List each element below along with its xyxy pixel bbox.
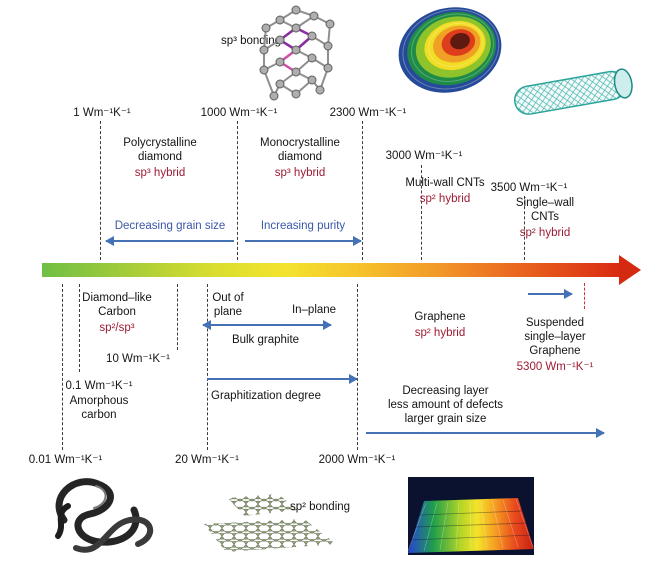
quality-annotation: Decreasing layer less amount of defects … [368,384,523,426]
dashed-line-20 [207,284,208,450]
material-diamond-like-carbon: Diamond–like Carbon sp²/sp³ [74,291,160,335]
hybrid-label: sp³ hybrid [134,167,186,180]
material-name: Graphene [414,311,466,323]
quality-arrow [366,428,605,438]
amorphous-carbon-label: Amorphous carbon [69,395,129,422]
decreasing-grain-size-label: Decreasing grain size [114,220,226,232]
tick-1000: 1000 Wm⁻¹K⁻¹ [200,107,278,119]
tick-3000: 3000 Wm⁻¹K⁻¹ [385,150,463,162]
rainbow-graphene-icon [407,477,534,555]
hybrid-label: sp² hybrid [419,193,471,206]
conductivity-axis-arrowhead [619,255,641,285]
conductivity-value: 5300 Wm⁻¹K⁻¹ [516,361,594,374]
quality-line-2: less amount of defects [387,399,504,412]
bulk-graphite-label: Bulk graphite [231,334,300,346]
hybrid-label: sp³ hybrid [274,167,326,180]
dashed-line-1000 [237,121,238,260]
material-name: Suspended single–layer Graphene [524,317,586,358]
out-of-plane-label: Out of plane [212,292,244,319]
material-name: Single–wall CNTs [515,197,575,224]
material-name: Multi-wall CNTs [405,177,485,189]
tick-20: 20 Wm⁻¹K⁻¹ [175,454,239,466]
suspended-graphene-pointer-arrow [528,289,573,299]
graphitization-degree-label: Graphitization degree [211,390,321,402]
hybrid-label: sp² hybrid [519,227,571,240]
dashed-line-1 [100,121,101,260]
quality-line-1: Decreasing layer [402,385,489,397]
dashed-line-3000 [421,165,422,260]
graphene-sheets-icon [204,494,336,552]
tick-3500: 3500 Wm⁻¹K⁻¹ [490,182,568,194]
dashed-line-01 [79,284,80,372]
dashed-line-2000 [357,284,358,450]
quality-line-3: larger grain size [404,413,487,426]
hybrid-label: sp²/sp³ [99,322,135,335]
multiwall-cnt-icon [398,7,502,93]
amorphous-carbon-icon [55,478,154,553]
dashed-line-001 [62,284,63,450]
dashed-line-3500 [524,196,525,260]
dashed-line-10 [177,284,178,350]
material-singlewall-cnts: Single–wall CNTs sp² hybrid [505,196,585,240]
singlewall-cnt-icon [513,68,633,115]
bulk-graphite-double-arrow [202,320,332,330]
in-plane-label: In–plane [291,304,337,316]
dashed-line-2300 [362,121,363,260]
material-multiwall-cnts: Multi-wall CNTs sp² hybrid [405,176,485,206]
tick-2300: 2300 Wm⁻¹K⁻¹ [329,107,407,119]
diamond-lattice-icon [259,5,335,101]
decreasing-grain-size-arrow [105,236,234,246]
tick-001: 0.01 Wm⁻¹K⁻¹ [28,454,103,466]
increasing-purity-label: Increasing purity [260,220,346,232]
material-name: Polycrystalline diamond [123,137,197,164]
material-name: Monocrystalline diamond [260,137,340,164]
material-graphene: Graphene sp² hybrid [398,310,482,340]
tick-01: 0.1 Wm⁻¹K⁻¹ [65,380,133,392]
sp2-bonding-label: sp² bonding [289,501,351,513]
material-monocrystalline-diamond: Monocrystalline diamond sp³ hybrid [246,136,354,180]
material-name: Diamond–like Carbon [82,292,152,319]
increasing-purity-arrow [245,236,362,246]
tick-2000-axis: 2000 Wm⁻¹K⁻¹ [318,454,396,466]
suspended-graphene-marker-line [584,283,585,309]
conductivity-axis-gradient-bar [42,263,620,277]
hybrid-label: sp² hybrid [414,327,466,340]
tick-1: 1 Wm⁻¹K⁻¹ [73,107,131,119]
material-polycrystalline-diamond: Polycrystalline diamond sp³ hybrid [108,136,212,180]
material-suspended-graphene: Suspended single–layer Graphene 5300 Wm⁻… [508,316,602,374]
tick-10: 10 Wm⁻¹K⁻¹ [106,353,170,365]
graphitization-degree-arrow [207,374,358,384]
